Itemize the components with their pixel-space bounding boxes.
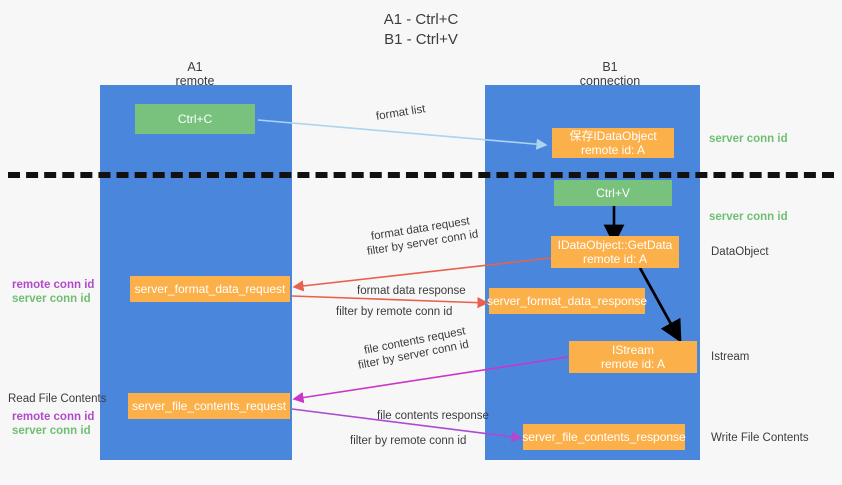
box-ctrl-v-label: Ctrl+V (596, 186, 630, 200)
remote-conn-id-filter-1: remote conn id (376, 306, 453, 318)
left-label-remote-conn-id-1: remote conn id (12, 279, 95, 291)
lane-header-b1: B1 connection (545, 60, 675, 88)
box-ctrl-v[interactable]: Ctrl+V (554, 180, 672, 206)
edge-label-format-data-response: format data response (357, 285, 466, 297)
box-istream-line2: remote id: A (600, 357, 666, 371)
box-server-format-data-request[interactable]: server_format_data_request (130, 276, 290, 302)
filter-by-text-4: filter by (350, 435, 391, 447)
box-istream[interactable]: IStream remote id: A (569, 341, 697, 373)
box-server-file-contents-response[interactable]: server_file_contents_response (522, 424, 686, 450)
lane-header-b1-sub: connection (579, 74, 641, 88)
right-label-write-file-contents: Write File Contents (711, 432, 809, 444)
title-line-2: B1 - Ctrl+V (384, 31, 458, 48)
box-save-idataobject-line2: remote id: A (580, 143, 646, 157)
box-server-file-contents-response-label: server_file_contents_response (522, 430, 686, 444)
box-getdata-line1: IDataObject::GetData (557, 238, 673, 252)
left-label-read-file-contents: Read File Contents (8, 393, 107, 405)
lane-header-a1-sub: remote (175, 74, 215, 88)
left-label-server-conn-id-2: server conn id (12, 425, 91, 437)
right-label-istream: Istream (711, 351, 750, 363)
lane-header-a1: A1 remote (130, 60, 260, 88)
section-divider (8, 172, 834, 178)
box-save-idataobject[interactable]: 保存IDataObject remote id: A (552, 128, 674, 158)
lane-header-b1-name: B1 (602, 60, 618, 74)
box-istream-line1: IStream (611, 343, 654, 357)
box-server-file-contents-request[interactable]: server_file_contents_request (128, 393, 290, 419)
box-server-format-data-response-label: server_format_data_response (486, 294, 648, 308)
right-label-server-conn-id-top: server conn id (709, 133, 788, 145)
box-server-format-data-request-label: server_format_data_request (134, 282, 286, 296)
edge-label-format-list: format list (375, 103, 427, 123)
box-server-file-contents-request-label: server_file_contents_request (131, 399, 287, 413)
title-line-1: A1 - Ctrl+C (383, 11, 459, 28)
right-label-dataobject: DataObject (711, 246, 769, 258)
right-label-server-conn-id-mid: server conn id (709, 211, 788, 223)
edge-label-file-contents-response-filter: filter by remote conn id (350, 434, 466, 449)
box-save-idataobject-line1: 保存IDataObject (569, 129, 657, 143)
left-label-server-conn-id-1: server conn id (12, 293, 91, 305)
edge-label-format-data-response-filter: filter by remote conn id (336, 305, 452, 320)
box-ctrl-c[interactable]: Ctrl+C (135, 104, 255, 134)
box-ctrl-c-label: Ctrl+C (177, 112, 213, 126)
lane-header-a1-name: A1 (187, 60, 203, 74)
remote-conn-id-filter-2: remote conn id (390, 435, 467, 447)
left-label-remote-conn-id-2: remote conn id (12, 411, 95, 423)
box-getdata-line2: remote id: A (582, 252, 648, 266)
edge-label-file-contents-response: file contents response (377, 410, 489, 422)
filter-by-text-2: filter by (336, 306, 377, 318)
filter-by-text-3: filter by (357, 352, 400, 372)
box-server-format-data-response[interactable]: server_format_data_response (486, 288, 648, 314)
box-getdata[interactable]: IDataObject::GetData remote id: A (551, 236, 679, 268)
